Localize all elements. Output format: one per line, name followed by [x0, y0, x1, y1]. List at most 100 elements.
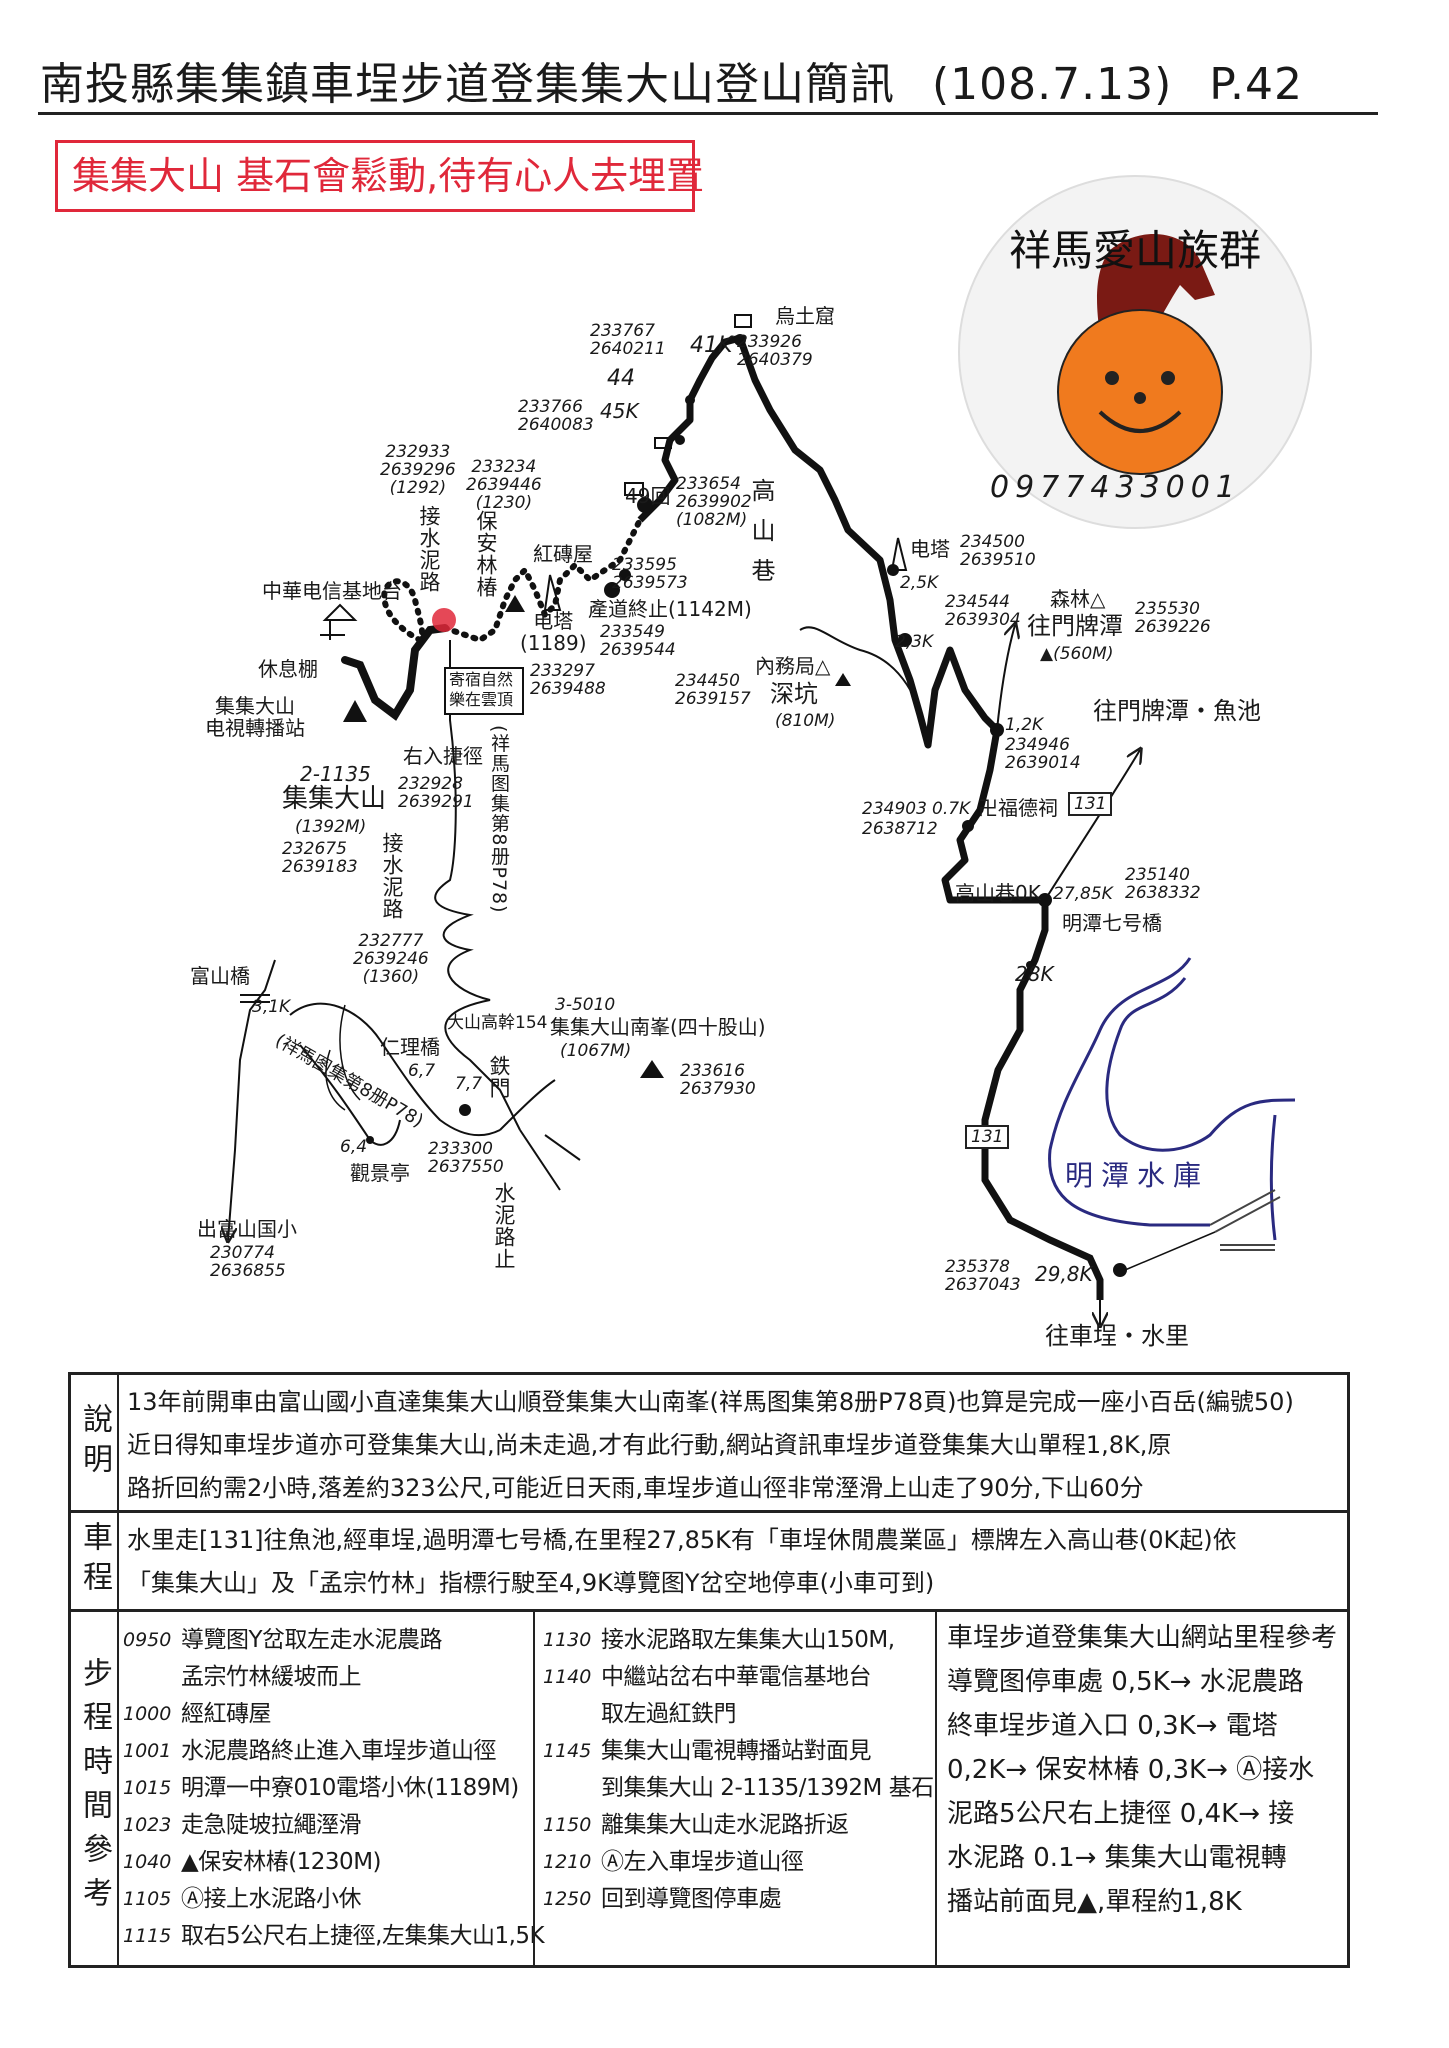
label-xiangma-ref-1: (祥馬图集第8册P78) — [488, 725, 510, 914]
label-reservoir: 明潭水庫 — [1065, 1159, 1210, 1192]
label-senlin: 森林△ — [1050, 587, 1106, 611]
description-text: 13年前開車由富山國小直達集集大山順登集集大山南峯(祥馬图集第8册P78頁)也算… — [127, 1381, 1341, 1510]
label-shenkeng-height: (810M) — [775, 711, 836, 731]
coord-0-7k-b: 2638712 — [862, 819, 938, 839]
label-fude-temple: 卍福德祠 — [978, 796, 1058, 820]
distance-line: 終車埕步道入口 0,3K→ 電塔 — [947, 1711, 1278, 1741]
step-text: 到集集大山 2-1135/1392M 基石 — [601, 1775, 934, 1801]
summit-triangle-icon — [343, 700, 367, 722]
step-time: 1000 — [123, 1703, 172, 1725]
label-zhonghua: 中華电信基地台 — [262, 579, 402, 603]
step-time: 1210 — [543, 1851, 592, 1873]
label-6-4: 6,4 — [340, 1137, 368, 1157]
drive-label: 車程 — [71, 1513, 119, 1609]
info-table: 說明 13年前開車由富山國小直達集集大山順登集集大山南峯(祥馬图集第8册P78頁… — [68, 1372, 1350, 1968]
label-south-peak: 集集大山南峯(四十股山) — [550, 1015, 766, 1039]
step-item: 取左過紅鉄門 — [543, 1696, 943, 1733]
step-text: 取右5公尺右上捷徑,左集集大山1,5K — [181, 1923, 545, 1949]
coord-0-7k: 234903 — [862, 799, 927, 819]
label-0-7k: 0.7K — [932, 799, 971, 819]
coord-baoanlin: 233234 2639446 (1230) — [466, 457, 542, 513]
step-text: 回到導覽图停車處 — [601, 1886, 782, 1912]
distance-line: 導覽图停車處 0,5K→ 水泥農路 — [947, 1667, 1304, 1697]
label-renli-bridge: 仁理橋 — [380, 1035, 440, 1059]
label-1-2k: 1,2K — [1005, 715, 1044, 735]
step-item: 1040 ▲保安林椿(1230M) — [123, 1844, 531, 1881]
coord-41k: 233926 2640379 — [737, 332, 813, 370]
drive-line: 「集集大山」及「孟宗竹林」指標行駛至4,9K導覽图Y岔空地停車(小車可到) — [127, 1569, 935, 1597]
description-label: 說明 — [71, 1375, 119, 1510]
logo-text: 祥馬愛山族群 — [1009, 226, 1261, 275]
summit-benchmark-id: 2-1135 — [300, 762, 371, 786]
coord-45k: 233766 2640083 — [518, 397, 594, 435]
label-wutuku: 烏土窟 — [775, 304, 835, 328]
step-time: 1001 — [123, 1740, 172, 1762]
distance-line: 水泥路 0.1→ 集集大山電視轉 — [947, 1843, 1287, 1873]
building-icon — [624, 482, 644, 496]
road-fushan — [228, 959, 276, 1240]
coord-south-peak: 233616 2637930 — [680, 1061, 756, 1099]
label-dashan154: 大山高幹154 — [447, 1013, 548, 1033]
label-2-5k: 2,5K — [900, 573, 939, 593]
label-to-menpai-yuchi: 往門牌潭・魚池 — [1093, 697, 1261, 725]
label-27-85k: 27,85K — [1053, 884, 1113, 904]
step-text: Ⓐ接上水泥路小休 — [181, 1886, 362, 1912]
label-7-7: 7,7 — [455, 1074, 483, 1094]
distance-line: 播站前面見▲,單程約1,8K — [947, 1887, 1242, 1917]
schedule-col-3: 車埕步道登集集大山網站里程參考 導覽图停車處 0,5K→ 水泥農路 終車埕步道入… — [935, 1612, 1347, 1965]
step-text: Ⓐ左入車埕步道山徑 — [601, 1849, 804, 1875]
dam-icon — [1209, 1189, 1281, 1251]
step-item: 1001 水泥農路終止進入車埕步道山徑 — [123, 1733, 531, 1770]
coord-44: 233767 2640211 — [590, 321, 666, 359]
label-jieshuini: 接水泥路 — [417, 505, 441, 593]
label-45k: 45K — [600, 399, 639, 423]
distance-line: 0,2K→ 保安林椿 0,3K→ Ⓐ接水 — [947, 1755, 1315, 1785]
label-cement-road-end: 水泥路止 — [492, 1182, 516, 1270]
coord-27-85k: 235140 2638332 — [1125, 865, 1201, 903]
step-text: ▲保安林椿(1230M) — [181, 1849, 382, 1875]
step-time: 1040 — [123, 1851, 172, 1873]
road-to-yuchi — [1044, 750, 1140, 901]
label-to-checheng: 往車埕・水里 — [1045, 1322, 1189, 1350]
road-131 — [981, 900, 1104, 1300]
coord-49: 233654 2639902 (1082M) — [676, 474, 752, 530]
step-time: 1150 — [543, 1814, 592, 1836]
label-29-8k: 29,8K — [1035, 1262, 1093, 1286]
label-chandao: 產道終止(1142M) — [588, 597, 752, 621]
step-time: 1140 — [543, 1666, 592, 1688]
label-mingtan-bridge: 明潭七号橋 — [1062, 911, 1162, 935]
title-text: 南投縣集集鎮車埕步道登集集大山登山簡訊 — [40, 59, 895, 110]
road-renli — [289, 1002, 501, 1137]
road-to-menpaitan — [996, 625, 1015, 731]
route-131-sign: 131 — [1068, 792, 1113, 816]
drive-text: 水里走[131]往魚池,經車埕,過明潭七号橋,在里程27,85K有「車埕休閒農業… — [127, 1519, 1341, 1605]
label-3-1k: 3,1K — [252, 997, 291, 1017]
page-title: 南投縣集集鎮車埕步道登集集大山登山簡訊 (108.7.13) P.42 — [40, 48, 1325, 112]
summit-height: (1392M) — [295, 817, 367, 837]
step-time — [543, 1770, 601, 1807]
label-iron-gate: 鉄門 — [487, 1055, 511, 1099]
title-underline — [38, 112, 1378, 115]
schedule-label: 步程時間參考 — [71, 1612, 119, 1965]
drive-line: 水里走[131]往魚池,經車埕,過明潭七号橋,在里程27,85K有「車埕休閒農業… — [127, 1526, 1237, 1554]
triangulation-point-icon — [505, 595, 525, 612]
coord-iron-gate: 233300 2637550 — [428, 1139, 504, 1177]
step-text: 孟宗竹林緩坡而上 — [181, 1664, 362, 1690]
south-peak-height: (1067M) — [560, 1041, 632, 1061]
label-diantai: 电塔 (1189) — [520, 609, 587, 655]
phone-number: 0977433001 — [990, 470, 1241, 505]
step-text: 水泥農路終止進入車埕步道山徑 — [181, 1738, 497, 1764]
description-row: 說明 13年前開車由富山國小直達集集大山順登集集大山南峯(祥馬图集第8册P78頁… — [71, 1375, 1347, 1513]
label-guanjing-pavilion: 觀景亭 — [350, 1161, 410, 1185]
shenkeng-triangle-icon — [835, 673, 851, 686]
road-xiangma — [434, 640, 521, 1131]
step-time: 1250 — [543, 1888, 592, 1910]
distance-line: 泥路5公尺右上捷徑 0,4K→ 接 — [947, 1799, 1295, 1829]
